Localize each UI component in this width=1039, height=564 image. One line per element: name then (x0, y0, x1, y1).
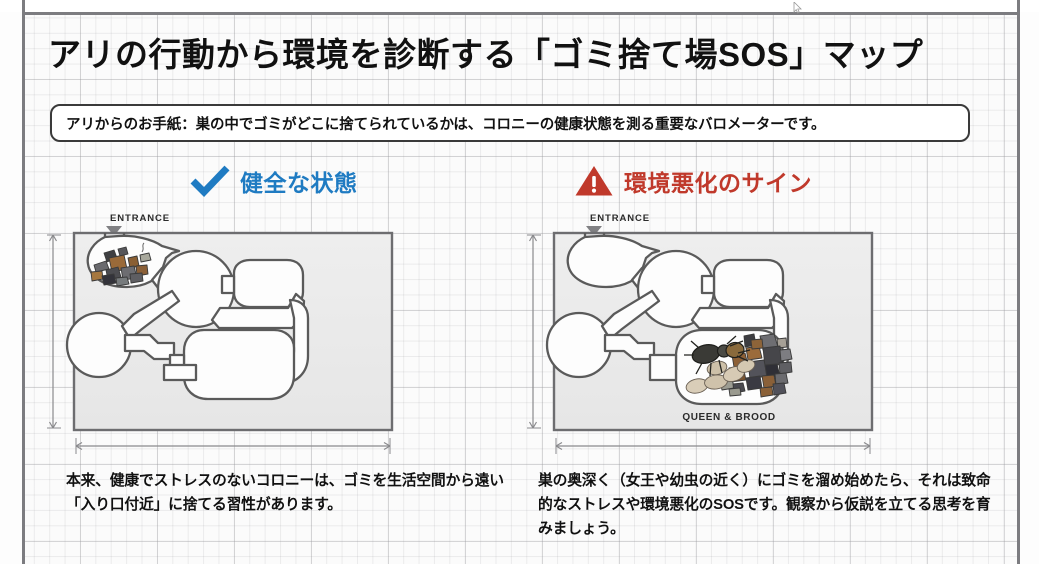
dimension-lines (527, 234, 871, 454)
warning-icon (575, 166, 613, 196)
page-border-top (22, 12, 1020, 15)
page-margin-left (0, 0, 22, 564)
queen-ant-icon (684, 335, 751, 377)
note-box: アリからのお手紙：巣の中でゴミがどこに捨てられているかは、コロニーの健康状態を測… (50, 104, 970, 142)
page-border-right (1017, 0, 1020, 564)
page-border-left (22, 0, 25, 564)
trash-pile-entrance (90, 242, 152, 287)
dimension-lines (47, 234, 391, 454)
nest-diagram-degraded: ENTRANCE (524, 208, 994, 456)
mouse-cursor-icon (793, 2, 802, 14)
nest-diagram-healthy: ENTRANCE (44, 208, 514, 456)
entrance-label: ENTRANCE (110, 213, 170, 224)
panel-healthy-header: 健全な状態 (44, 160, 514, 202)
entrance-marker-icon (586, 226, 602, 236)
page-margin-right (1020, 0, 1039, 564)
panel-healthy-heading: 健全な状態 (240, 170, 358, 196)
page-title: アリの行動から環境を診断する「ゴミ捨て場SOS」マップ (48, 36, 924, 73)
panel-degraded-header: 環境悪化のサイン (524, 160, 994, 202)
panel-degraded-heading: 環境悪化のサイン (624, 170, 812, 196)
note-text: アリからのお手紙：巣の中でゴミがどこに捨てられているかは、コロニーの健康状態を測… (66, 116, 826, 133)
panel-degraded-caption: 巣の奥深く（女王や幼虫の近く）にゴミを溜め始めたら、それは致命的なストレスや環境… (538, 473, 991, 537)
panel-healthy: 健全な状態 ENTRANCE (44, 160, 514, 550)
entrance-marker-icon (106, 226, 122, 236)
nest-tunnel-network (65, 233, 310, 401)
brood-group (685, 359, 756, 394)
page-margin-top (0, 0, 1039, 12)
panel-healthy-caption: 本来、健康でストレスのないコロニーは、ゴミを生活空間から遠い「入り口付近」に捨て… (66, 473, 504, 513)
panel-degraded: 環境悪化のサイン ENTRANCE (524, 160, 994, 550)
queen-brood-label: QUEEN & BROOD (682, 412, 775, 423)
entrance-label: ENTRANCE (590, 213, 650, 224)
check-icon (190, 165, 230, 198)
